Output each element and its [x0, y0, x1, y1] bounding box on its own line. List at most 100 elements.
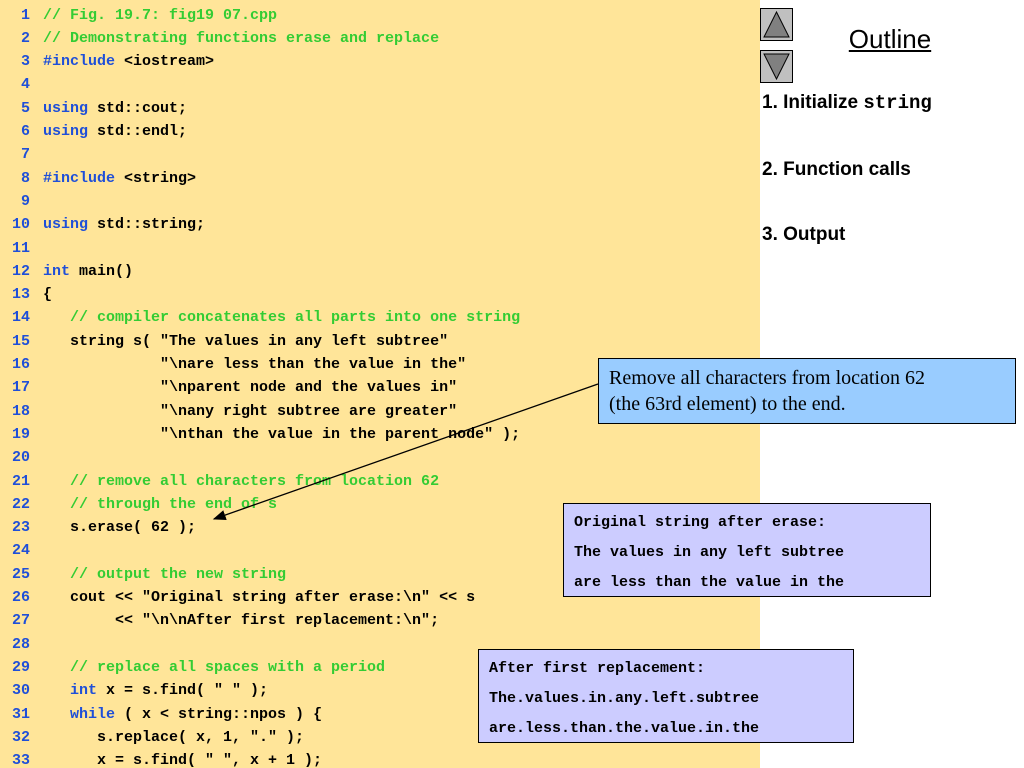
code-token: [43, 706, 70, 723]
code-token: #include: [43, 53, 116, 71]
line-number: 33: [11, 752, 30, 768]
code-line: 19 "\nthan the value in the parent node"…: [0, 423, 760, 446]
code-text: {: [43, 283, 52, 306]
code-line: 12 int main(): [0, 260, 760, 283]
code-text: // compiler concatenates all parts into …: [43, 306, 520, 329]
code-line: 30 int x = s.find( " " );: [0, 679, 760, 702]
code-text: using std::endl;: [43, 120, 187, 143]
code-token: int: [43, 262, 71, 280]
code-text: // replace all spaces with a period: [43, 656, 385, 679]
line-number: 16: [11, 356, 30, 373]
line-number: 22: [11, 495, 30, 513]
line-number: 29: [11, 658, 30, 676]
code-text: #include <string>: [43, 167, 196, 190]
code-text: #include <iostream>: [43, 50, 214, 73]
code-text: // output the new string: [43, 563, 286, 586]
code-text: "\nare less than the value in the": [43, 353, 466, 376]
code-token: // Demonstrating functions erase and rep…: [43, 29, 440, 47]
code-line: 24: [0, 539, 760, 562]
output-after-erase: Original string after erase: The values …: [563, 503, 931, 597]
code-text: int main(): [43, 260, 133, 283]
code-text: << "\n\nAfter first replacement:\n";: [43, 609, 439, 632]
code-line: 14 // compiler concatenates all parts in…: [0, 306, 760, 329]
code-token: << "\n\nAfter first replacement:\n";: [43, 612, 440, 630]
output-after-replacement: After first replacement: The.values.in.a…: [478, 649, 854, 743]
code-line: 11: [0, 237, 760, 260]
callout-text-line: Remove all characters from location 62: [609, 367, 925, 389]
code-line: 16 "\nare less than the value in the": [0, 353, 760, 376]
line-number: 20: [11, 449, 30, 467]
code-token: x = s.find( " " );: [97, 682, 269, 700]
line-number: 3: [20, 53, 30, 71]
code-token: x = s.find( " ", x + 1 );: [43, 752, 323, 768]
code-token: // output the new string: [43, 565, 287, 583]
code-line: 32 s.replace( x, 1, "." );: [0, 726, 760, 749]
code-token: <string>: [115, 169, 197, 187]
line-number: 2: [20, 29, 30, 47]
line-number: 17: [11, 379, 30, 397]
code-token: #include: [43, 169, 116, 187]
code-text: x = s.find( " ", x + 1 );: [43, 749, 322, 768]
line-number: 23: [11, 519, 30, 537]
line-number: 10: [11, 216, 30, 234]
code-token: ( x < string::npos ) {: [115, 705, 323, 723]
line-number: 30: [11, 682, 30, 700]
line-number: 26: [11, 589, 30, 606]
line-number: 31: [11, 705, 30, 723]
outline-item-label: 3. Output: [762, 224, 846, 245]
output-line: The.values.in.any.left.subtree: [489, 690, 760, 707]
line-number: 27: [11, 612, 30, 630]
next-slide-button[interactable]: [760, 50, 793, 83]
code-line: 13 {: [0, 283, 760, 306]
outline-item-label: 1. Initialize: [762, 92, 864, 113]
outline-item-code: string: [863, 92, 932, 114]
code-line: 26 cout << "Original string after erase:…: [0, 586, 760, 609]
line-number: 32: [11, 728, 30, 746]
callout-text-line: (the 63rd element) to the end.: [609, 393, 846, 415]
line-number: 24: [11, 542, 30, 560]
line-number: 4: [20, 76, 30, 94]
code-token: cout << "Original string after erase:\n"…: [43, 589, 476, 606]
output-line: are less than the value in the: [574, 574, 845, 591]
line-number: 21: [11, 472, 30, 490]
line-number: 12: [11, 262, 30, 280]
code-token: // through the end of s: [43, 495, 278, 513]
triangle-up-icon: [763, 10, 790, 38]
outline-item-label: 2. Function calls: [762, 159, 911, 180]
code-token: "\nare less than the value in the": [43, 356, 467, 373]
previous-slide-button[interactable]: [760, 8, 793, 41]
code-line: 7: [0, 143, 760, 166]
code-token: std::string;: [88, 216, 206, 234]
outline-item-function-calls: 2. Function calls: [762, 159, 911, 181]
code-line: 21 // remove all characters from locatio…: [0, 470, 760, 493]
line-number: 7: [20, 146, 30, 164]
code-line: 20: [0, 446, 760, 469]
code-text: // Demonstrating functions erase and rep…: [43, 27, 439, 50]
line-number: 1: [20, 6, 30, 24]
code-text: // remove all characters from location 6…: [43, 470, 439, 493]
code-token: s.erase( 62 );: [43, 519, 197, 537]
code-token: <iostream>: [115, 53, 215, 71]
line-number: 6: [20, 123, 30, 140]
code-line: 33 x = s.find( " ", x + 1 );: [0, 749, 760, 768]
code-token: std::cout;: [88, 99, 188, 117]
code-token: // Fig. 19.7: fig19 07.cpp: [43, 6, 278, 24]
outline-title: Outline: [848, 24, 932, 54]
output-line: The values in any left subtree: [574, 544, 845, 561]
code-text: string s( "The values in any left subtre…: [43, 330, 448, 353]
code-text: // Fig. 19.7: fig19 07.cpp: [43, 4, 277, 27]
outline-item-output: 3. Output: [762, 224, 845, 246]
code-token: "\nparent node and the values in": [43, 379, 458, 397]
line-number: 13: [11, 286, 30, 304]
outline-item-initialize: 1. Initialize string: [762, 92, 932, 114]
code-token: [43, 682, 70, 699]
code-token: "\nany right subtree are greater": [43, 402, 458, 420]
code-line: 9: [0, 190, 760, 213]
code-token: string s( "The values in any left subtre…: [43, 332, 449, 350]
code-line: 8#include <string>: [0, 167, 760, 190]
code-token: std::endl;: [88, 123, 188, 140]
code-token: // remove all characters from location 6…: [43, 472, 440, 490]
line-number: 25: [11, 565, 30, 583]
code-text: s.replace( x, 1, "." );: [43, 726, 304, 749]
